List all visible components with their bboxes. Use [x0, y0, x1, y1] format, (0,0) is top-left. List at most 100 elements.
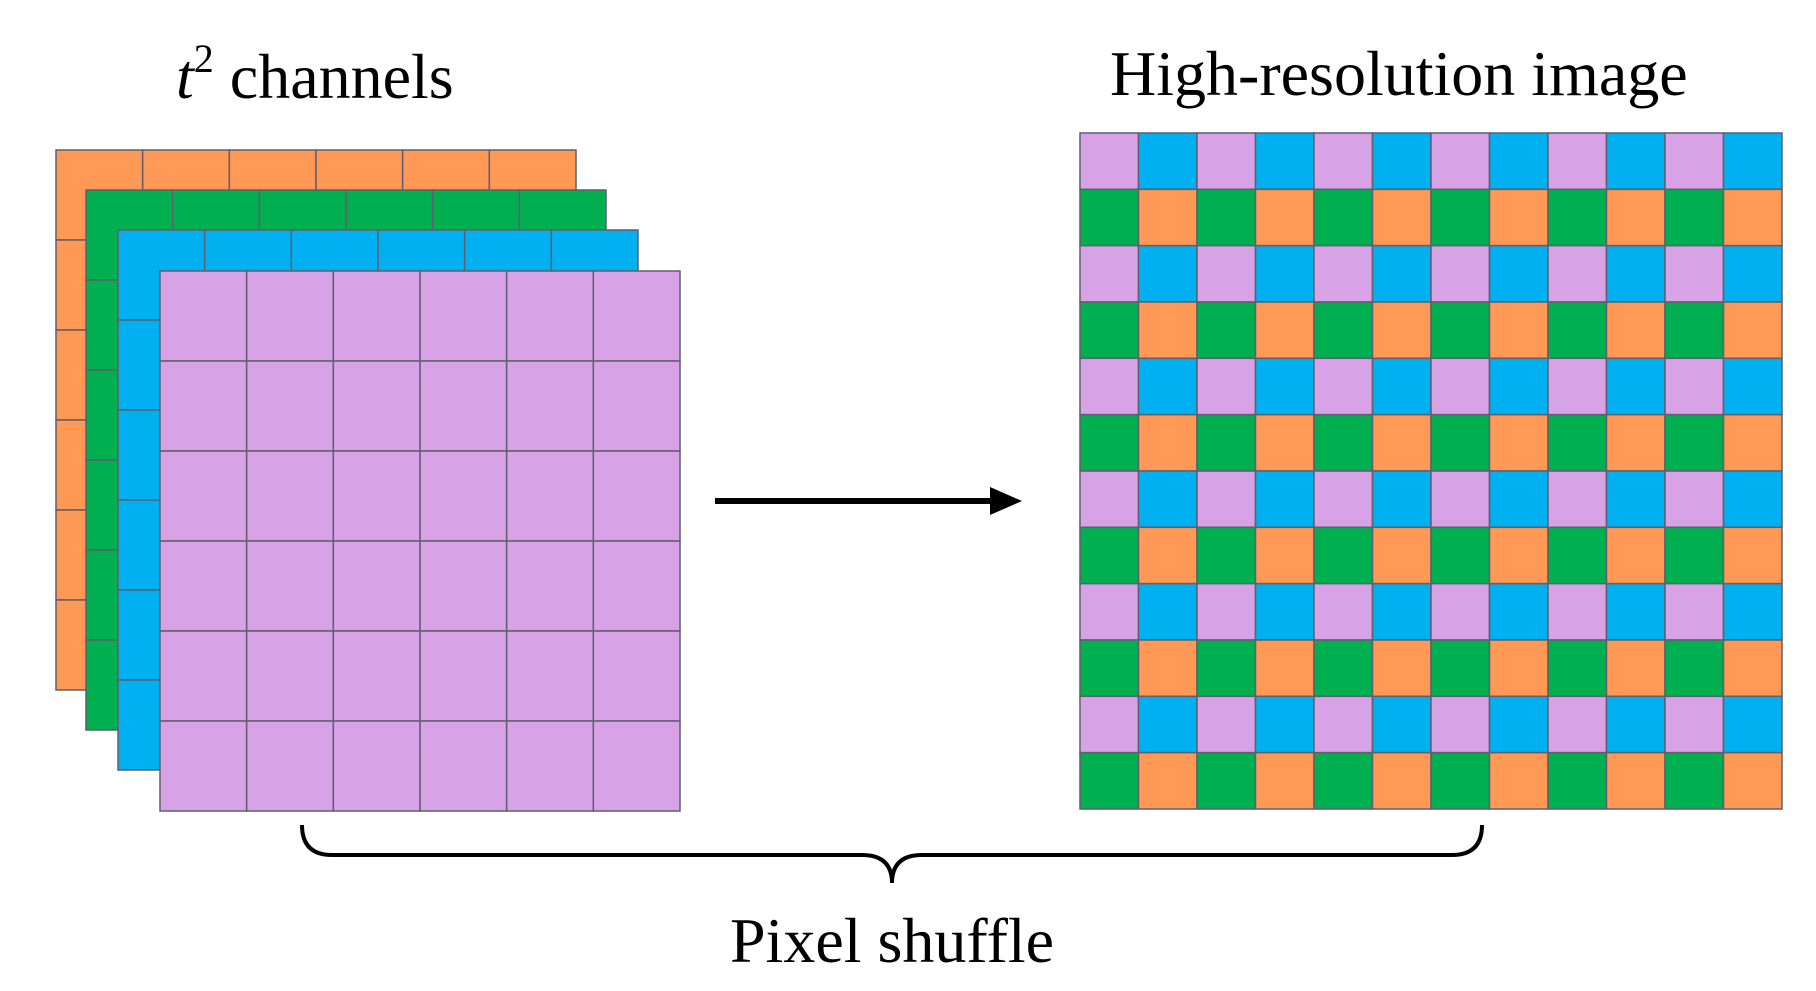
- output-pixel: [1664, 526, 1725, 585]
- output-pixel: [1137, 751, 1198, 810]
- channel-cell: [332, 270, 421, 362]
- output-pixel: [1196, 188, 1257, 247]
- output-pixel: [1079, 526, 1140, 585]
- output-pixel: [1664, 470, 1725, 529]
- channel-cell: [245, 540, 335, 632]
- channel-cell: [505, 720, 595, 812]
- output-pixel: [1196, 244, 1257, 303]
- output-pixel: [1196, 301, 1257, 360]
- output-pixel: [1722, 526, 1783, 585]
- output-pixel: [1313, 695, 1374, 754]
- output-pixel: [1313, 582, 1374, 641]
- channels-label-text: channels: [214, 41, 454, 112]
- output-pixel: [1664, 188, 1725, 247]
- channel-cell: [159, 450, 248, 542]
- output-pixel: [1664, 639, 1725, 698]
- output-pixel: [1079, 413, 1140, 472]
- output-pixel: [1430, 413, 1491, 472]
- output-pixel: [1079, 301, 1140, 360]
- output-pixel: [1137, 695, 1198, 754]
- channels-label-exponent: 2: [194, 36, 214, 81]
- output-pixel: [1254, 244, 1315, 303]
- output-pixel: [1254, 582, 1315, 641]
- channel-cell: [332, 450, 421, 542]
- channel-cell: [505, 360, 595, 452]
- output-pixel: [1488, 639, 1549, 698]
- output-pixel: [1605, 413, 1666, 472]
- output-pixel: [1079, 751, 1140, 810]
- channel-cell: [419, 450, 508, 542]
- brace-icon: [300, 824, 1484, 884]
- output-pixel: [1196, 470, 1257, 529]
- output-pixel: [1313, 132, 1374, 191]
- output-pixel: [1547, 639, 1608, 698]
- output-pixel: [1196, 695, 1257, 754]
- output-pixel: [1722, 188, 1783, 247]
- output-pixel: [1079, 470, 1140, 529]
- output-pixel: [1371, 357, 1432, 416]
- output-title: High-resolution image: [1110, 38, 1688, 109]
- output-pixel: [1664, 751, 1725, 810]
- output-pixel: [1196, 582, 1257, 641]
- output-pixel: [1430, 132, 1491, 191]
- output-pixel: [1079, 188, 1140, 247]
- output-pixel: [1137, 639, 1198, 698]
- output-pixel: [1254, 639, 1315, 698]
- arrow-icon: [715, 487, 1022, 515]
- output-pixel: [1313, 357, 1374, 416]
- output-pixel: [1488, 751, 1549, 810]
- output-pixel: [1430, 639, 1491, 698]
- output-pixel: [1547, 695, 1608, 754]
- output-pixel: [1605, 470, 1666, 529]
- output-pixel: [1313, 639, 1374, 698]
- output-pixel: [1254, 470, 1315, 529]
- output-pixel: [1313, 470, 1374, 529]
- output-pixel: [1605, 132, 1666, 191]
- output-pixel: [1605, 639, 1666, 698]
- output-pixel: [1254, 695, 1315, 754]
- output-pixel: [1137, 132, 1198, 191]
- output-pixel: [1430, 188, 1491, 247]
- channel-cell: [505, 630, 595, 722]
- output-pixel: [1430, 301, 1491, 360]
- output-pixel: [1371, 188, 1432, 247]
- channel-cell: [159, 720, 248, 812]
- output-pixel: [1430, 582, 1491, 641]
- output-pixel: [1664, 413, 1725, 472]
- output-pixel: [1488, 413, 1549, 472]
- output-pixel: [1371, 470, 1432, 529]
- output-pixel: [1371, 413, 1432, 472]
- output-pixel: [1722, 470, 1783, 529]
- output-pixel: [1488, 132, 1549, 191]
- output-pixel: [1722, 357, 1783, 416]
- channel-cell: [592, 450, 681, 542]
- channel-cell: [419, 360, 508, 452]
- output-pixel: [1488, 526, 1549, 585]
- output-pixel: [1605, 751, 1666, 810]
- output-pixel: [1605, 357, 1666, 416]
- output-pixel: [1254, 526, 1315, 585]
- channels-label: t2 channels: [176, 36, 454, 112]
- output-pixel: [1488, 188, 1549, 247]
- output-pixel: [1254, 413, 1315, 472]
- output-pixel: [1137, 244, 1198, 303]
- channel-cell: [592, 270, 681, 362]
- channel-cell: [245, 450, 335, 542]
- output-pixel: [1313, 244, 1374, 303]
- output-pixel: [1430, 526, 1491, 585]
- output-pixel: [1079, 132, 1140, 191]
- channel-cell: [592, 630, 681, 722]
- channel-cell: [159, 360, 248, 452]
- channel-cell: [245, 360, 335, 452]
- output-pixel: [1547, 244, 1608, 303]
- output-pixel: [1313, 188, 1374, 247]
- channel-cell: [159, 630, 248, 722]
- channel-cell: [505, 450, 595, 542]
- output-pixel: [1430, 244, 1491, 303]
- channel-stack: [55, 149, 681, 812]
- channels-label-variable: t: [176, 41, 196, 112]
- channel-cell: [159, 540, 248, 632]
- output-pixel: [1313, 413, 1374, 472]
- output-pixel: [1722, 413, 1783, 472]
